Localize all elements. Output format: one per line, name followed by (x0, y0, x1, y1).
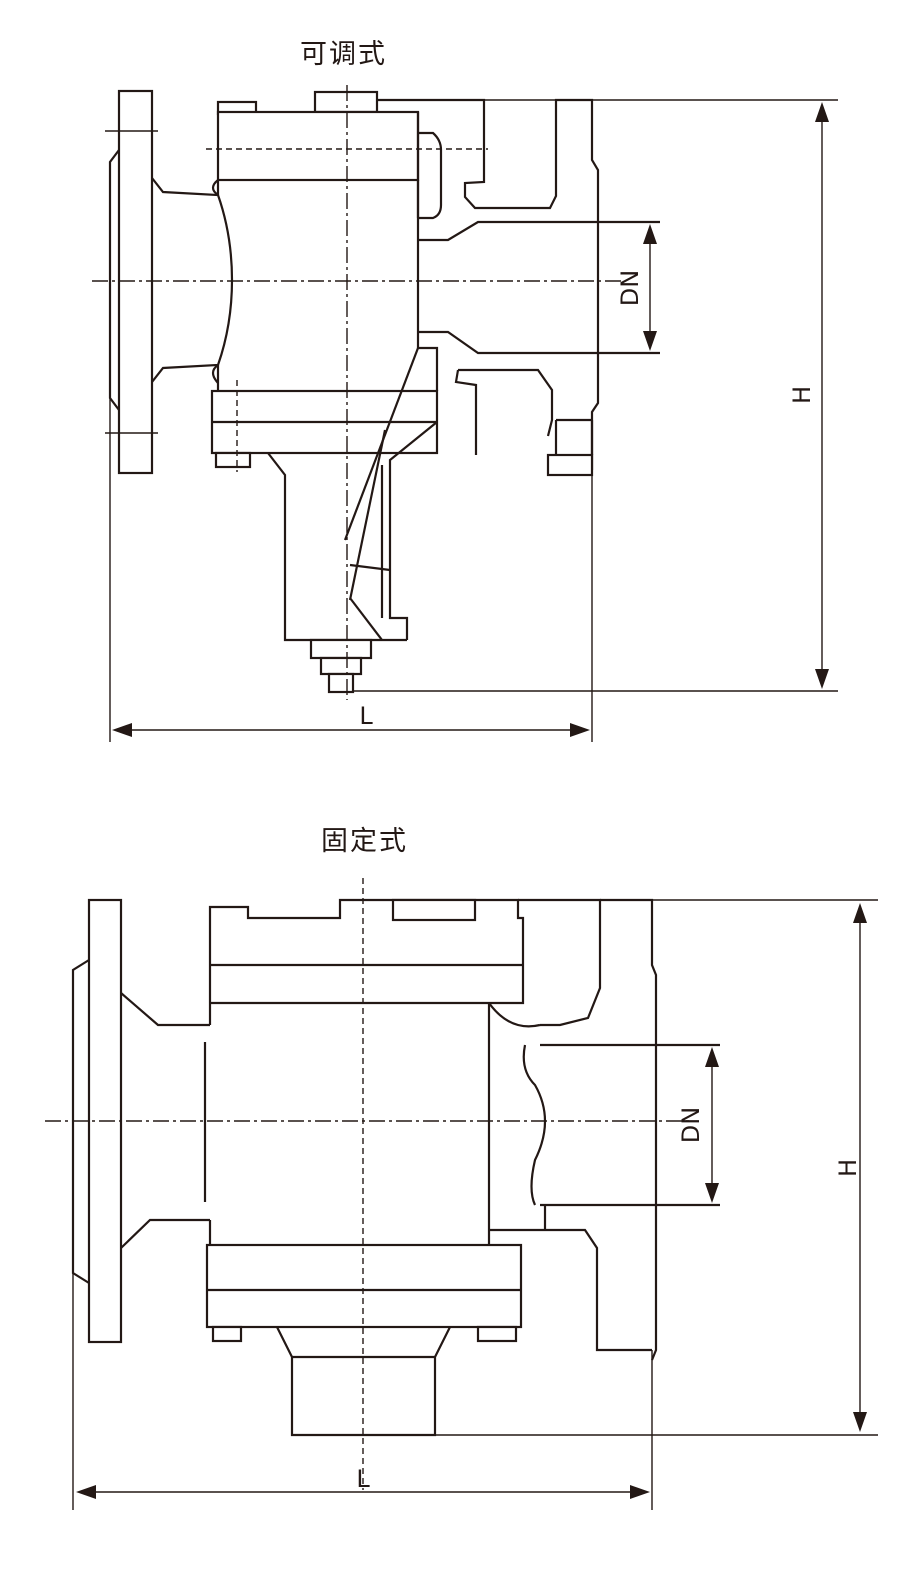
adjustable-l-dimension: L (112, 702, 590, 737)
fixed-type-title: 固定式 (321, 826, 408, 857)
adjustable-lower-bonnet (210, 346, 439, 694)
adjustable-type-title: 可调式 (300, 39, 387, 70)
fixed-body (208, 1003, 491, 1245)
fixed-dn-dimension: DN (677, 1047, 719, 1203)
adjustable-l-label: L (359, 702, 373, 730)
adjustable-dn-label: DN (616, 270, 644, 306)
adjustable-left-neck (151, 177, 234, 384)
fixed-l-label: L (356, 1465, 370, 1493)
fixed-right-outlet (488, 898, 720, 1510)
adjustable-right-outlet (377, 98, 660, 742)
fixed-h-dimension: H (435, 899, 878, 1436)
fixed-l-dimension: L (76, 1465, 650, 1499)
fixed-left-neck (120, 992, 210, 1249)
fixed-h-label: H (834, 1159, 862, 1177)
adjustable-left-flange (105, 89, 158, 742)
fixed-type-drawing: 固定式 (45, 826, 878, 1510)
adjustable-h-label: H (788, 386, 816, 404)
adjustable-body (216, 180, 420, 390)
adjustable-dn-dimension: DN (616, 224, 657, 351)
fixed-dn-label: DN (677, 1107, 705, 1143)
fixed-left-flange (71, 898, 123, 1510)
fixed-lower-bonnet (205, 1243, 523, 1437)
adjustable-h-dimension: H (353, 99, 838, 692)
fixed-upper-bonnet (208, 898, 525, 1025)
adjustable-upper-bonnet (206, 90, 488, 220)
adjustable-type-drawing: 可调式 (92, 39, 838, 742)
